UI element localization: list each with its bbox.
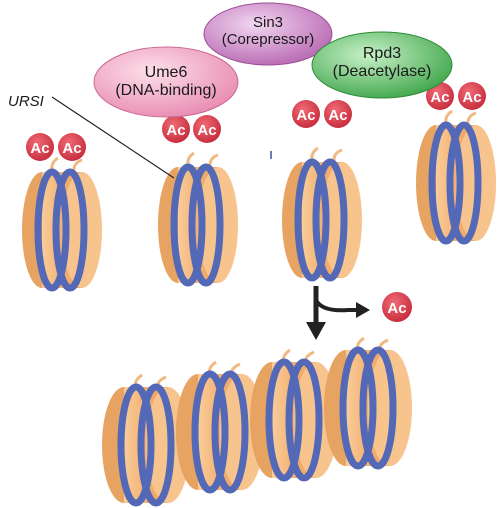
ursi-label: URSI — [8, 93, 44, 110]
nucleosome-3 — [282, 146, 362, 282]
rpd3-role: (Deacetylase) — [333, 63, 432, 80]
ume6-protein: Ume6 (DNA-binding) — [93, 46, 239, 118]
acetyl-label: Ac — [462, 89, 481, 106]
nucleosome-4 — [416, 109, 496, 245]
acetyl-pair-1: Ac Ac — [26, 133, 86, 161]
released-acetyl: Ac — [382, 292, 412, 322]
acetyl-label: Ac — [62, 140, 81, 157]
acetyl-label: Ac — [197, 122, 216, 139]
acetyl-label: Ac — [296, 107, 315, 124]
rpd3-protein: Rpd3 (Deacetylase) — [311, 31, 453, 99]
nucleosome-1 — [22, 156, 102, 292]
ursi-pointer-line — [51, 96, 175, 179]
acetyl-label: Ac — [430, 89, 449, 106]
acetyl-label: Ac — [30, 140, 49, 157]
acetyl-label: Ac — [166, 122, 185, 139]
sin3-protein: Sin3 (Corepressor) — [203, 2, 333, 66]
acetyl-label: Ac — [387, 300, 406, 317]
ume6-role: (DNA-binding) — [115, 82, 216, 99]
sin3-role: (Corepressor) — [222, 31, 315, 48]
acetyl-pair-4: Ac Ac — [426, 82, 486, 110]
sin3-name: Sin3 — [253, 14, 283, 31]
ume6-name: Ume6 — [145, 64, 188, 81]
rpd3-name: Rpd3 — [363, 45, 401, 62]
acetyl-label: Ac — [328, 107, 347, 124]
nucleosome-2 — [158, 151, 238, 287]
acetyl-pair-3: Ac Ac — [292, 100, 352, 128]
deacetylation-arrow — [306, 286, 370, 340]
compact-nucleosome-4 — [324, 336, 412, 470]
acetyl-pair-2: Ac Ac — [162, 115, 221, 143]
